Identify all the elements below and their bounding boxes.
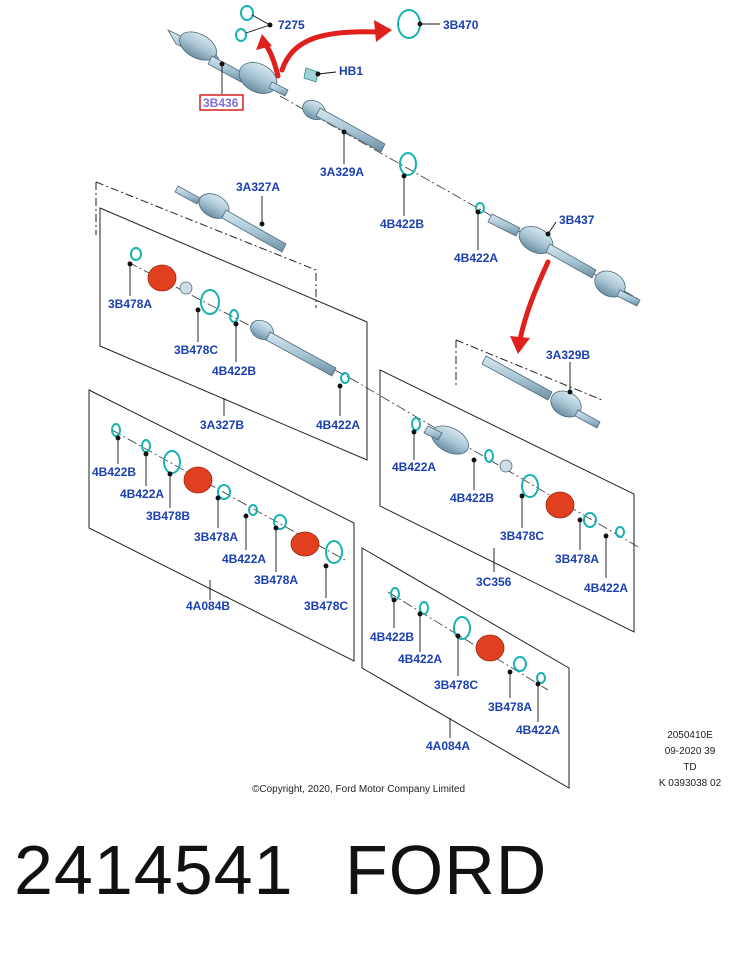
driveshaft-3a329a [302, 99, 386, 153]
brand-caption: FORD [345, 831, 548, 909]
part-number-caption: 2414541 [14, 831, 294, 909]
label-3b470[interactable]: 3B470 [443, 18, 479, 32]
label-3b478a-4[interactable]: 3B478A [555, 552, 599, 566]
label-4a084a[interactable]: 4A084A [426, 739, 470, 753]
group-box-4a084b [88, 389, 355, 662]
label-3b478a-1[interactable]: 3B478A [108, 297, 152, 311]
ref-line-4: K 0393038 02 [659, 778, 722, 789]
part-labels: 7275 3B470 HB1 3B436 3A329A 4B422B 3A327… [92, 18, 628, 753]
label-4b422b-3[interactable]: 4B422B [92, 465, 136, 479]
label-4a084b[interactable]: 4A084B [186, 599, 230, 613]
highlight-box-3b436 [199, 94, 244, 111]
label-4b422a-2[interactable]: 4B422A [316, 418, 360, 432]
label-3b478c-2[interactable]: 3B478C [304, 599, 348, 613]
label-3b478b[interactable]: 3B478B [146, 509, 190, 523]
label-4b422b-4[interactable]: 4B422B [450, 491, 494, 505]
label-4b422b-1[interactable]: 4B422B [380, 217, 424, 231]
group-box-3a327a-dashed [95, 181, 317, 308]
label-hb1[interactable]: HB1 [339, 64, 363, 78]
group-box-3c356 [379, 369, 635, 633]
label-3c356[interactable]: 3C356 [476, 575, 512, 589]
label-4b422b-2[interactable]: 4B422B [212, 364, 256, 378]
driveshaft-3b437 [487, 213, 641, 307]
label-4b422a-1[interactable]: 4B422A [454, 251, 498, 265]
label-3a327b[interactable]: 3A327B [200, 418, 244, 432]
cv-boots [147, 264, 575, 662]
label-3b478a-3[interactable]: 3B478A [254, 573, 298, 587]
label-7275[interactable]: 7275 [278, 18, 305, 32]
label-3b478c-3[interactable]: 3B478C [500, 529, 544, 543]
label-3a329a[interactable]: 3A329A [320, 165, 364, 179]
driveshaft-3b436 [167, 29, 289, 97]
label-4b422a-4[interactable]: 4B422A [222, 552, 266, 566]
ref-line-1: 2050410E [667, 730, 713, 741]
label-3a329b[interactable]: 3A329B [546, 348, 590, 362]
leader-lines [115, 14, 609, 738]
exploded-parts-diagram: 7275 3B470 HB1 3B436 3A329A 4B422B 3A327… [88, 5, 722, 795]
driveshaft-3a327b [250, 319, 337, 377]
label-3b436[interactable]: 3B436 [203, 96, 239, 110]
clamp-rings [111, 5, 625, 684]
red-arrow-heads [256, 20, 530, 354]
joint-housing-3c356 [423, 425, 469, 455]
group-box-3a327b [99, 207, 368, 461]
group-box-4a084a [361, 547, 570, 789]
label-3b478c-1[interactable]: 3B478C [174, 343, 218, 357]
copyright-text: ©Copyright, 2020, Ford Motor Company Lim… [252, 784, 465, 795]
label-4b422a-5[interactable]: 4B422A [392, 460, 436, 474]
label-4b422a-6[interactable]: 4B422A [584, 581, 628, 595]
ref-line-2: 09-2020 39 [665, 746, 716, 757]
driveshaft-3a329b [481, 355, 601, 429]
label-4b422a-8[interactable]: 4B422A [516, 723, 560, 737]
label-3a327a[interactable]: 3A327A [236, 180, 280, 194]
label-4b422a-3[interactable]: 4B422A [120, 487, 164, 501]
label-3b437[interactable]: 3B437 [559, 213, 595, 227]
label-4b422a-7[interactable]: 4B422A [398, 652, 442, 666]
reference-block: 2050410E 09-2020 39 TD K 0393038 02 [659, 730, 722, 789]
label-3b478a-2[interactable]: 3B478A [194, 530, 238, 544]
driveshaft-3a327a [174, 185, 287, 253]
hb1-bolt [303, 67, 319, 83]
label-4b422b-5[interactable]: 4B422B [370, 630, 414, 644]
tripod-joints [179, 281, 513, 473]
label-3b478c-4[interactable]: 3B478C [434, 678, 478, 692]
group-box-3a329b-dashed [455, 339, 603, 401]
label-3b478a-5[interactable]: 3B478A [488, 700, 532, 714]
ref-line-3: TD [683, 762, 696, 773]
